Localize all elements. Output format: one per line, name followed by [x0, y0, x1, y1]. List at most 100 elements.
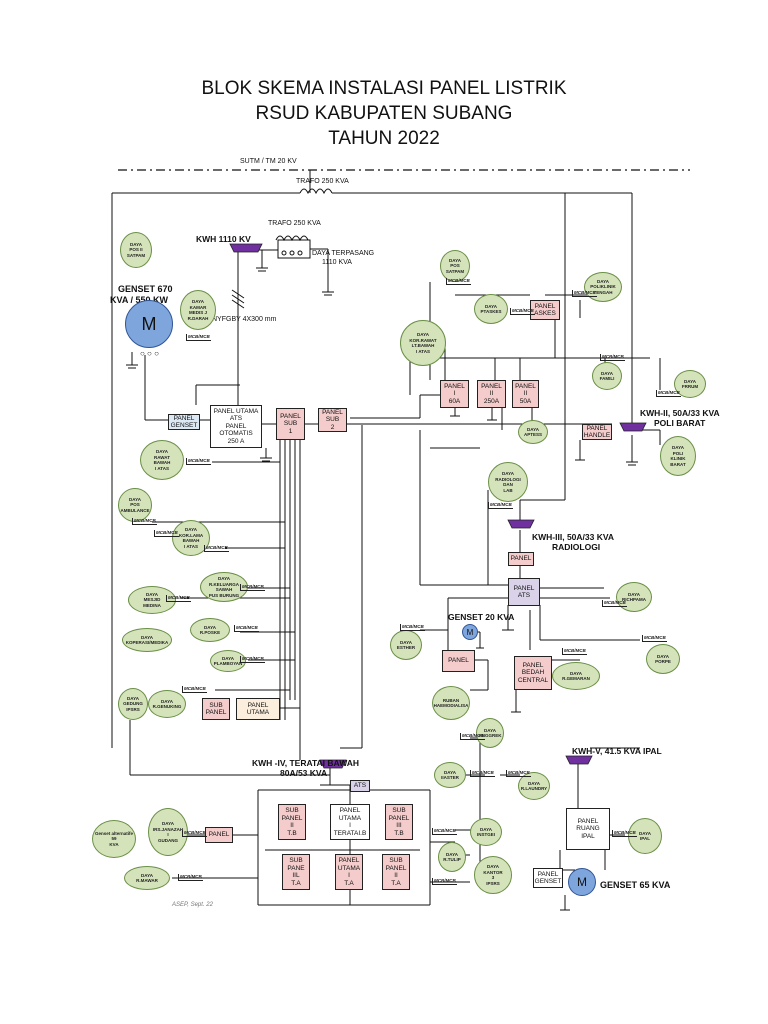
kwh-radiologi-label: KWH-III, 50A/33 KVA — [532, 532, 615, 542]
load-esther: DAYA ESTHER — [390, 630, 422, 660]
sub-panel-3-tb: SUB PANEL III T.B — [385, 804, 413, 840]
kwh-meter-icon-poli — [619, 422, 647, 432]
genset-20-label: GENSET 20 KVA — [448, 612, 515, 622]
panel-handle: PANEL HANDLE — [582, 424, 612, 440]
mcb-tag: MCB/MCB — [178, 874, 203, 881]
mcb-tag: MCB/MCB — [166, 595, 191, 602]
mcb-tag: MCB/MCB — [204, 545, 229, 552]
title-line-3: TAHUN 2022 — [328, 128, 440, 149]
mcb-tag: MCB/MCB — [186, 458, 211, 465]
load-rawat-bawah: DAYA RAWAT BAWAH I ATAS — [140, 440, 184, 480]
load-kantor-ipsrs: DAYA KANTOR 3 IPSRS — [474, 856, 512, 894]
mcb-tag: MCB/MCB — [656, 390, 681, 397]
load-porpe: DAYA PORPE — [646, 644, 680, 674]
panel-ats-radiologi: PANEL ATS — [508, 578, 540, 606]
kwh-teratai-label-2: 80A/53 KVA — [280, 768, 328, 778]
nyfgby-label: NYFGBY 4X300 mm — [212, 316, 277, 323]
mcb-tag: MCB/MCB — [506, 770, 531, 777]
panel-utama-teratai-b: PANEL UTAMA I TERATAI.B — [330, 804, 370, 840]
mcb-tag: MCB/MCB — [432, 828, 457, 835]
panel-utama: PANEL UTAMA — [236, 698, 280, 720]
kwh-main-label: KWH 1110 KV — [196, 234, 251, 244]
load-r-poske: DAYA R.POSKE — [190, 618, 230, 642]
load-pos-ambulance: DAYA POS AMBULANCE — [118, 488, 152, 522]
kwh-meter-icon-ipal — [565, 755, 593, 765]
mcb-tag: MCB/MCB — [132, 518, 157, 525]
panel-genset: PANEL GENSET — [168, 414, 200, 430]
genset-670-label-1: GENSET 670 — [118, 284, 173, 294]
sub-panel-3-ta: SUB PANEL II T.A — [382, 854, 410, 890]
load-gedung-ipsrs: DAYA GEDUNG IPSRS — [118, 688, 148, 720]
mcb-tag: MCB/MCB — [602, 600, 627, 607]
panel-utama-ta: PANEL UTAMA I T.A — [335, 854, 363, 890]
load-poli-klinik-barat: DAYA POLI KLINIK BARAT — [660, 436, 696, 476]
load-frrum: DAYA FRRUM — [674, 370, 706, 398]
mcb-tag: MCB/MCB — [612, 830, 637, 837]
ats-small-panel: ATS — [350, 780, 370, 792]
load-r-tulip: DAYA R.TULIP — [438, 842, 466, 872]
genset-65-label: GENSET 65 KVA — [600, 880, 671, 890]
panel-radiologi: PANEL — [508, 552, 534, 566]
mcb-tag: MCB/MCB — [642, 635, 667, 642]
load-kor-lama: DAYA KOR.LAMA BAWAH I ATAS — [172, 520, 210, 556]
panel-sub-2: PANEL SUB 2 — [318, 408, 347, 432]
mcb-tag: MCB/MCB — [446, 278, 471, 285]
load-mesjid-medina: DAYA MESJID MEDINA — [128, 586, 176, 614]
sub-panel-2-tb: SUB PANEL II T.B — [278, 804, 306, 840]
mcb-tag: MCB/MCB — [240, 656, 265, 663]
load-r-mawar: DAYA R.MAWAR — [124, 866, 170, 890]
load-famili: DAYA FAMILI — [592, 362, 622, 390]
kwh-meter-icon-teratai — [319, 759, 347, 769]
kwh-poli-label-2: POLI BARAT — [654, 418, 706, 428]
sub-panel: SUB PANEL — [202, 698, 230, 720]
panel-utama-ats: PANEL UTAMA ATS PANEL OTOMATIS 250 A — [210, 405, 262, 448]
load-r-genuking: DAYA R.GENUKING — [148, 690, 186, 718]
daya-terpasang-value: 1110 KVA — [322, 259, 352, 266]
title-line-2: RSUD KABUPATEN SUBANG — [255, 103, 513, 124]
mcb-tag: MCB/MCB — [562, 648, 587, 655]
genset-670-label-2: KVA / 550 KW — [110, 295, 169, 305]
sutm-label: SUTM / TM 20 KV — [240, 158, 297, 165]
mcb-tag: MCB/MCB — [234, 625, 259, 632]
mcb-tag: MCB/MCB — [400, 624, 425, 631]
panel-ruang-ipal: PANEL RUANG IPAL — [566, 808, 610, 850]
trafo-box — [277, 239, 311, 259]
mcb-tag: MCB/MCB — [182, 830, 207, 837]
panel-50a: PANEL II 50A — [512, 380, 539, 408]
load-kor-rawat: DAYA KOR.RAWAT LT.BAWAH I ATAS — [400, 320, 446, 366]
trafo-coil-top — [299, 188, 333, 195]
load-genset-alternatif: Genset alternatife 59 KVA — [92, 820, 136, 858]
mcb-tag: MCB/MCB — [186, 334, 211, 341]
panel-genset-ipal: PANEL GENSET — [533, 868, 563, 888]
mcb-tag: MCB/MCB — [182, 686, 207, 693]
mcb-tag: MCB/MCB — [460, 733, 485, 740]
kwh-meter-icon-radiologi — [507, 519, 535, 529]
load-pos-satpam-2: DAYA POS II SATPAM — [120, 232, 152, 268]
load-richpama: DAYA RICHPAMA — [616, 582, 652, 612]
panel-askes: PANEL ASKES — [530, 300, 560, 320]
load-anggrek: DAYA ANGGREK — [476, 718, 504, 748]
load-instgei: DAYA INSTGEI — [470, 818, 502, 846]
panel-small: PANEL — [205, 827, 233, 843]
load-poliklinik-tengah: DAYA POLIKLINIK TENGAH — [584, 272, 622, 302]
mcb-tag: MCB/MCB — [572, 290, 597, 297]
mcb-tag: MCB/MCB — [240, 584, 265, 591]
panel-genset-20: PANEL — [442, 650, 475, 672]
kwh-meter-icon-main — [229, 243, 263, 253]
load-kamar-medis: DAYA KAMAR MEDIS J R.DARAH — [180, 290, 216, 330]
kwh-radiologi-label-2: RADIOLOGI — [552, 542, 601, 552]
kwh-teratai-label: KWH -IV, TERATAI BAWAH — [252, 758, 360, 768]
load-irs-janazah: DAYA IRS.JANAZAH I GUDANG — [148, 808, 188, 856]
load-iiaster: DAYA IIASTER — [434, 762, 466, 788]
panel-60a: PANEL I 60A — [440, 380, 469, 408]
signature-label: ASEP, Sept. 22 — [172, 902, 213, 908]
genset-20-motor-icon: M — [462, 624, 478, 640]
load-pos-satpam: DAYA POS SATPAM — [440, 250, 470, 282]
load-plamboyan: DAYA PLAMBOYAN — [210, 650, 246, 672]
trafo-label-2: TRAFO 250 KVA — [268, 220, 321, 227]
mcb-tag: MCB/MCB — [488, 502, 513, 509]
load-koperasi-medika: DAYA KOPERASI/MEDIKA — [122, 628, 172, 652]
title-line-1: BLOK SKEMA INSTALASI PANEL LISTRIK — [201, 78, 567, 99]
genset-terminals-icon: ○ ○ ○ — [140, 349, 159, 358]
